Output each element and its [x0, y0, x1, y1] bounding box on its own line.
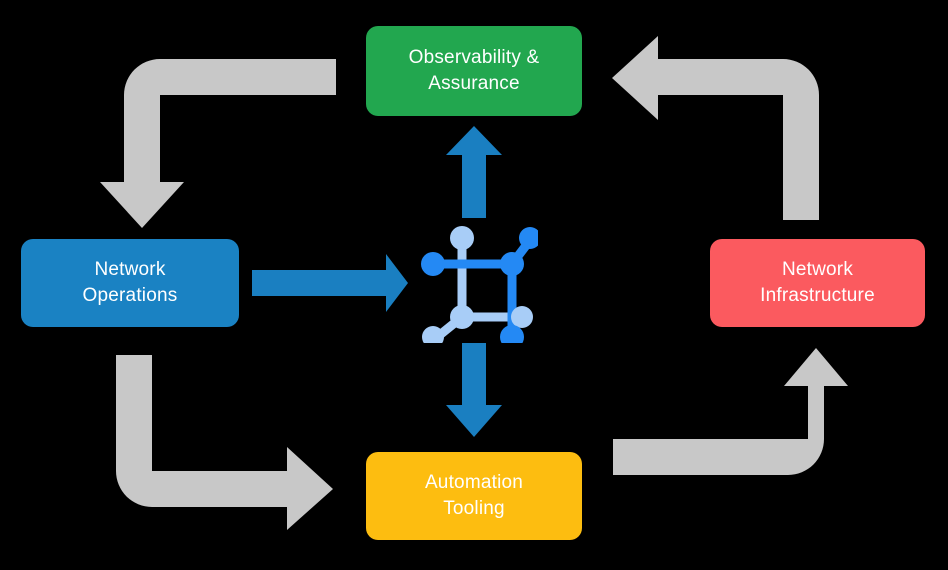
arrow-right-operations-to-center	[252, 254, 408, 312]
elbow-arrow-infrastructure-to-observability	[612, 36, 819, 220]
node-network-infrastructure[interactable]: Network Infrastructure	[710, 239, 925, 327]
node-automation-tooling[interactable]: Automation Tooling	[366, 452, 582, 540]
arrow-down-center-to-automation	[446, 343, 502, 437]
node-observability-assurance[interactable]: Observability & Assurance	[366, 26, 582, 116]
network-topology-icon	[421, 226, 538, 343]
elbow-arrow-observability-to-operations	[100, 59, 336, 228]
elbow-arrow-automation-to-infrastructure	[613, 348, 848, 475]
node-network-operations[interactable]: Network Operations	[21, 239, 239, 327]
arrow-up-center-to-observability	[446, 126, 502, 218]
elbow-arrow-operations-to-automation	[116, 355, 333, 530]
